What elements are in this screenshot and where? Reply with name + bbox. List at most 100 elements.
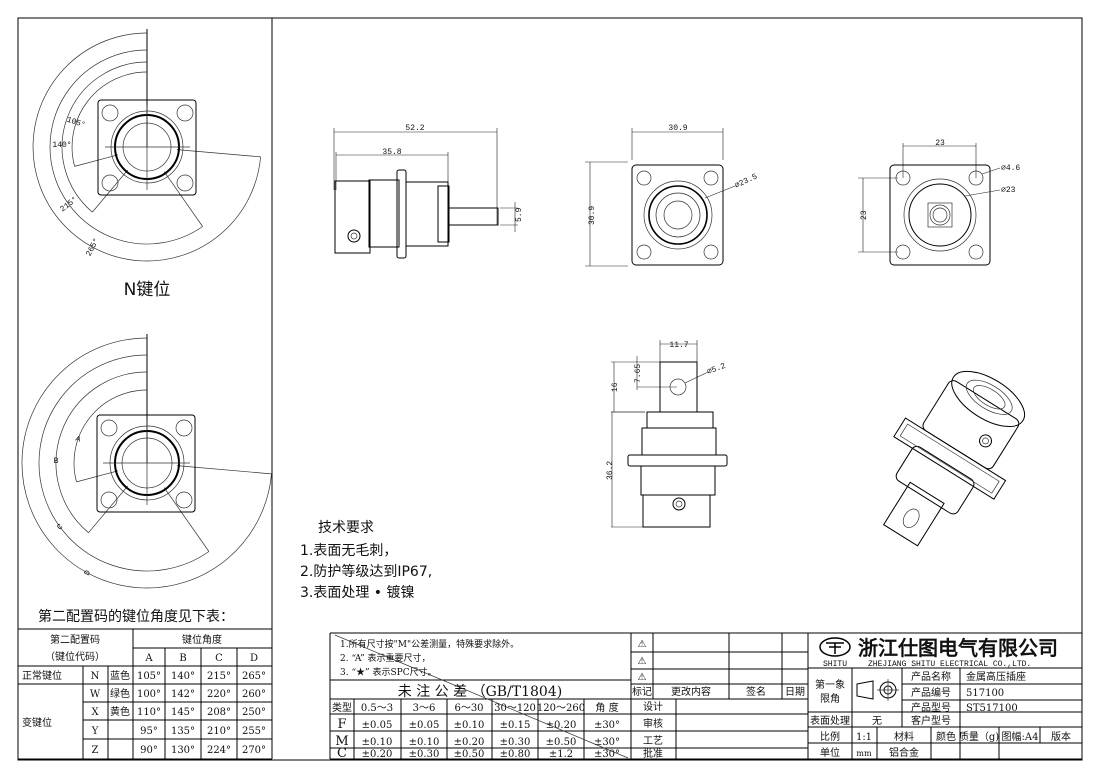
dim-rear-spacing-v: 23: [860, 210, 869, 220]
tolerance-value: ±30°: [594, 737, 620, 748]
key-color: 绿色: [110, 687, 130, 700]
key-angle-value: 255°: [242, 726, 266, 737]
angle-arc: [73, 389, 148, 482]
tolerance-value: ±0.10: [362, 737, 393, 748]
key-table-col: D: [250, 653, 258, 664]
key-angle-line: [88, 485, 128, 533]
tolerance-value: ±0.10: [409, 737, 440, 748]
key-table-normal-label: 正常键位: [22, 669, 62, 682]
tolerance-value: ±1.2: [549, 749, 573, 760]
field-label: 客户型号: [911, 714, 951, 727]
key-color: 蓝色: [110, 669, 130, 682]
key-angle-value: 145°: [171, 707, 195, 718]
key-angle-value: 270°: [242, 745, 266, 756]
tolerance-header: 120～260: [537, 703, 585, 714]
tolerance-value: ±0.05: [362, 720, 393, 731]
tolerance-value: ±0.80: [500, 749, 531, 760]
key-angle-value: 130°: [171, 745, 195, 756]
dim-side-body: 35.8: [382, 148, 401, 157]
color-label: 颜色: [936, 730, 956, 743]
side-view: 52.2 35.8 5.9: [333, 124, 524, 259]
front-view: 30.9 30.9 ⌀23.5: [585, 124, 759, 267]
key-color: 黄色: [110, 705, 130, 718]
tolerance-value: ±0.20: [546, 720, 577, 731]
key-code: Y: [91, 726, 99, 737]
tolerance-header: 类型: [332, 701, 352, 714]
centerline: [103, 420, 190, 505]
approval-label: 审核: [643, 717, 663, 730]
tolerance-value: ±0.50: [546, 737, 577, 748]
mount-hole: [175, 419, 193, 437]
angle-arc: [61, 61, 148, 213]
tolerance-header: 30～120: [494, 703, 536, 714]
logo-text: SHITU: [823, 660, 847, 669]
material-value: 铝合金: [889, 746, 919, 759]
revision-mark-icon: ⚠: [638, 656, 647, 667]
key-table-header-code: 第二配置码: [50, 633, 100, 646]
key-angle-value: 215°: [207, 671, 231, 682]
field-label: 产品型号: [911, 701, 951, 714]
key-angle-value: 142°: [171, 689, 195, 700]
projection-label: 第一象: [815, 678, 845, 691]
key-code: X: [91, 707, 99, 718]
key-code: Z: [92, 745, 99, 756]
note: 3. “★” 表示SPC尺寸。: [340, 666, 437, 678]
tolerance-value: ±0.30: [500, 737, 531, 748]
first-angle-projection-icon: [856, 679, 899, 701]
tolerance-title: 未 注 公 差 （GB/T1804): [398, 684, 562, 700]
angle-label: 140°: [52, 141, 71, 150]
key-table-col: C: [215, 653, 223, 664]
isometric-view: [882, 370, 1026, 547]
tolerance-class: F: [337, 717, 346, 732]
tolerance-class: M: [335, 734, 348, 749]
mount-hole: [176, 104, 194, 122]
mount-hole: [101, 104, 119, 122]
angle-arc: [71, 71, 148, 167]
dim-front-dia: ⌀23.5: [733, 172, 759, 190]
angle-label: 215°: [59, 195, 80, 214]
key-angle-line: [176, 465, 272, 475]
key-table-col: B: [179, 653, 186, 664]
tolerance-header: 0.5～3: [361, 703, 393, 714]
angle-label: A: [74, 435, 82, 445]
key-angle-value: 260°: [242, 689, 266, 700]
surface-label: 表面处理: [810, 714, 850, 727]
dim-front-height: 30.9: [588, 206, 597, 225]
tolerance-value: ±0.10: [454, 720, 485, 731]
version-label: 版本: [1051, 730, 1071, 743]
tolerance-value: ±0.50: [454, 749, 485, 760]
angle-arc: [49, 49, 203, 245]
scale-label: 比例: [820, 730, 840, 743]
centerline: [105, 105, 190, 190]
product-number: 517100: [966, 688, 1004, 699]
product-name: 金属高压插座: [966, 670, 1026, 683]
dim-body-len: 36.2: [606, 461, 615, 480]
product-model: ST517100: [966, 703, 1018, 714]
tolerance-block: 1.所有尺寸按"M"公差测量，特殊要求除外。 2. “A” 表示重要尺寸， 3.…: [329, 632, 1082, 761]
key-table-caption: 第二配置码的键位角度见下表：: [38, 608, 234, 625]
key-angle-value: 110°: [137, 707, 161, 718]
tolerance-value: ±0.05: [409, 720, 440, 731]
note: 1.所有尺寸按"M"公差测量，特殊要求除外。: [340, 638, 519, 650]
key-code: W: [90, 689, 101, 700]
tech-requirements-title: 技术要求: [318, 520, 374, 536]
dim-tab-hole-pos: 7.65: [634, 364, 643, 383]
approval-label: 设计: [643, 700, 663, 713]
tolerance-value: ±0.15: [500, 720, 531, 731]
angle-label: 265°: [85, 237, 102, 258]
revision-header: 日期: [785, 686, 805, 698]
key-code: N: [91, 671, 100, 682]
revision-mark-icon: ⚠: [638, 672, 647, 683]
void-diagonal: [334, 634, 629, 759]
company-name: 浙江仕图电气有限公司: [858, 636, 1058, 660]
unit-value: mm: [856, 749, 872, 758]
key-angle-value: 224°: [207, 745, 231, 756]
title-block: SHITU 浙江仕图电气有限公司 ZHEJIANG SHITU ELECTRIC…: [808, 636, 1082, 759]
n-key-view: 105°140°215°265° N键位: [32, 29, 261, 300]
angle-arc: [38, 354, 210, 572]
tech-requirement-item: 1.表面无毛刺，: [300, 543, 397, 559]
tolerance-class: C: [337, 746, 347, 761]
tolerance-header: 角 度: [595, 701, 618, 714]
dim-tab-len: 16: [611, 382, 620, 392]
